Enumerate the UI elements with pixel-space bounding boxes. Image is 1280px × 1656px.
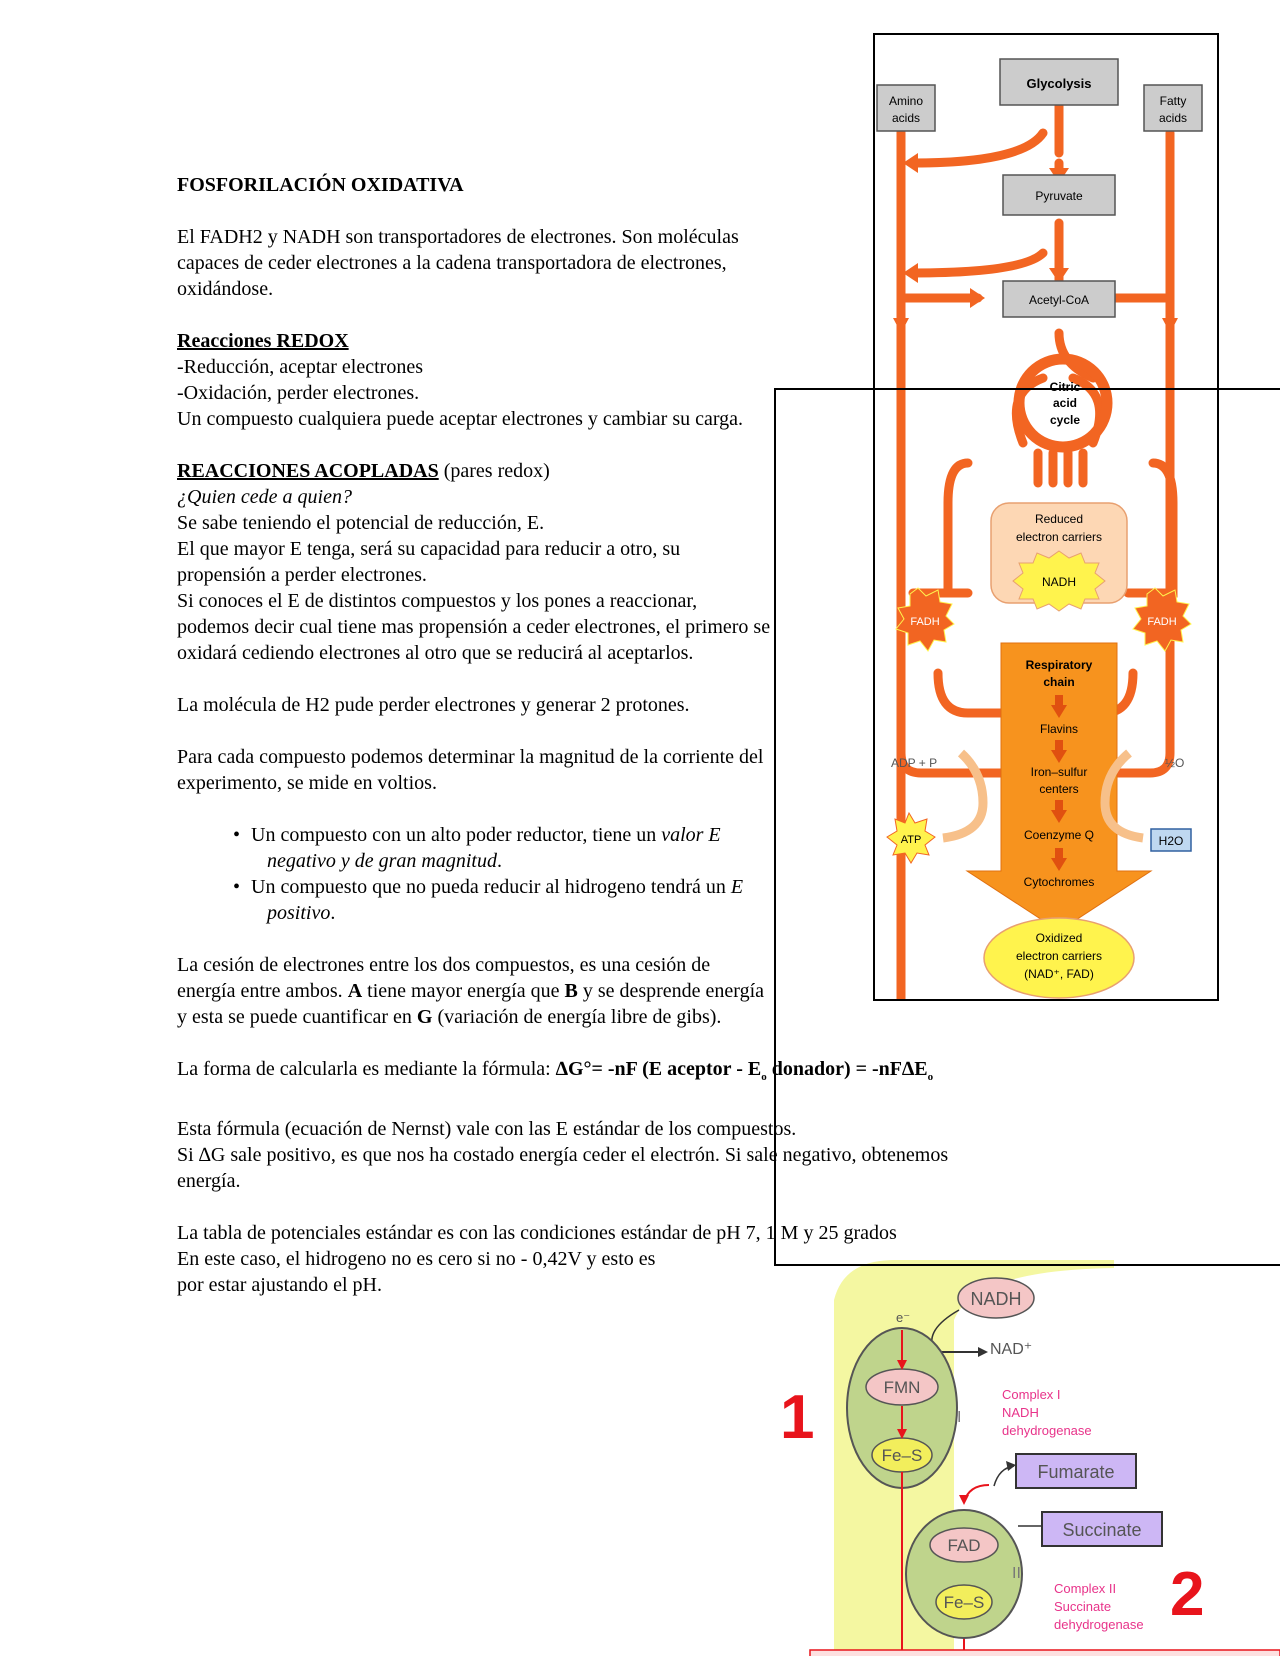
flavins-label: Flavins — [1040, 722, 1078, 736]
svg-text:Complex II: Complex II — [1054, 1581, 1116, 1596]
svg-text:Citric: Citric — [1050, 380, 1081, 394]
list-item: • Un compuesto que no pueda reducir al h… — [233, 876, 744, 924]
svg-text:FAD: FAD — [947, 1536, 980, 1555]
table-line-2: En este caso, el hidrogeno no es cero si… — [177, 1248, 656, 1270]
redox-line-2: -Oxidación, perder electrones. — [177, 382, 420, 404]
svg-text:electron carriers: electron carriers — [1016, 949, 1102, 963]
energy-line-2: energía entre ambos. A tiene mayor energ… — [177, 980, 765, 1002]
svg-text:Respiratory: Respiratory — [1026, 658, 1093, 672]
atp-label: ATP — [901, 834, 922, 846]
svg-text:Succinate: Succinate — [1054, 1599, 1111, 1614]
svg-text:(NAD⁺, FAD): (NAD⁺, FAD) — [1024, 967, 1094, 981]
question-line: ¿Quien cede a quien? — [177, 486, 352, 508]
fumarate-box: Fumarate — [1037, 1462, 1114, 1482]
coupled-line-5: podemos decir cual tiene mas propensión … — [177, 616, 771, 638]
energy-line-3: y esta se puede cuantificar en G (variac… — [177, 1006, 722, 1028]
bullet-dot-icon: • — [233, 824, 241, 846]
bullet-list: • Un compuesto con un alto poder reducto… — [177, 822, 1077, 926]
h2o-label: H2O — [1159, 834, 1184, 848]
acetyl-coa-label: Acetyl-CoA — [1029, 293, 1089, 307]
svg-text:Amino: Amino — [889, 94, 923, 108]
redox-line-3: Un compuesto cualquiera puede aceptar el… — [177, 408, 744, 430]
intro-line-1: El FADH2 y NADH son transportadores de e… — [177, 226, 739, 248]
svg-text:Fe–S: Fe–S — [882, 1446, 923, 1465]
document-body: FOSFORILACIÓN OXIDATIVA El FADH2 y NADH … — [177, 172, 1077, 1298]
svg-text:centers: centers — [1039, 782, 1078, 796]
step-number-1: 1 — [780, 1383, 814, 1452]
intro-line-2: capaces de ceder electrones a la cadena … — [177, 252, 727, 274]
overlay-frame — [774, 388, 1280, 1266]
adp-label: ADP + P — [891, 756, 937, 770]
svg-text:Fe–S: Fe–S — [944, 1593, 985, 1612]
coupled-suffix: (pares redox) — [438, 460, 550, 482]
svg-text:Iron–sulfur: Iron–sulfur — [1031, 765, 1088, 779]
metabolism-diagram: Glycolysis Amino acids Fatty acids Pyruv… — [876, 58, 1203, 1001]
h2-line: La molécula de H2 pude perder electrones… — [177, 694, 690, 716]
intro-line-3: oxidándose. — [177, 278, 274, 300]
nernst-line-3: energía. — [177, 1170, 241, 1192]
coupled-line-3: propensión a perder electrones. — [177, 564, 427, 586]
svg-text:dehydrogenase: dehydrogenase — [1054, 1617, 1144, 1632]
svg-text:acids: acids — [1159, 111, 1187, 125]
nadh-label: NADH — [1042, 575, 1076, 589]
magnitude-line-2: experimento, se mide en voltios. — [177, 772, 437, 794]
svg-text:FADH: FADH — [910, 616, 939, 628]
nadh-node: NADH — [970, 1289, 1021, 1309]
svg-text:chain: chain — [1043, 675, 1074, 689]
energy-line-1: La cesión de electrones entre los dos co… — [177, 954, 711, 976]
cytochromes-label: Cytochromes — [1024, 875, 1095, 889]
svg-text:Fatty: Fatty — [1160, 94, 1187, 108]
nadplus-label: NAD⁺ — [990, 1341, 1032, 1358]
nernst-line-1: Esta fórmula (ecuación de Nernst) vale c… — [177, 1118, 797, 1140]
svg-text:electron carriers: electron carriers — [1016, 530, 1102, 544]
svg-text:cycle: cycle — [1050, 413, 1080, 427]
step-number-2: 2 — [1170, 1560, 1204, 1629]
o2-label: ½O — [1165, 756, 1184, 770]
nernst-line-2: Si ∆G sale positivo, es que nos ha costa… — [177, 1144, 949, 1166]
svg-text:acids: acids — [892, 111, 920, 125]
magnitude-line-1: Para cada compuesto podemos determinar l… — [177, 746, 764, 768]
svg-text:NADH: NADH — [1002, 1405, 1039, 1420]
redox-heading: Reacciones REDOX — [177, 330, 349, 352]
coenzyme-q-label: Coenzyme Q — [1024, 828, 1094, 842]
table-line-3: por estar ajustando el pH. — [177, 1274, 382, 1296]
list-item: • Un compuesto con un alto poder reducto… — [233, 824, 721, 872]
table-line-1: La tabla de potenciales estándar es con … — [177, 1222, 897, 1244]
electron-chain-diagram: NADH e⁻ NAD⁺ FMN Fe–S I 1 Complex I NADH… — [780, 1260, 1280, 1656]
coupled-line-2: El que mayor E tenga, será su capacidad … — [177, 538, 681, 560]
svg-text:II: II — [1012, 1565, 1021, 1582]
coupled-heading: REACCIONES ACOPLADAS — [177, 460, 439, 482]
coupled-line-1: Se sabe teniendo el potencial de reducci… — [177, 512, 545, 534]
svg-text:FMN: FMN — [884, 1378, 921, 1397]
glycolysis-label: Glycolysis — [1026, 76, 1091, 91]
diagram-frame — [873, 33, 1219, 1001]
svg-text:Complex I: Complex I — [1002, 1387, 1061, 1402]
pyruvate-label: Pyruvate — [1035, 189, 1083, 203]
svg-text:acid: acid — [1053, 396, 1077, 410]
svg-text:dehydrogenase: dehydrogenase — [1002, 1423, 1092, 1438]
formula-line: La forma de calcularla es mediante la fó… — [177, 1058, 934, 1083]
svg-text:e⁻: e⁻ — [896, 1310, 910, 1325]
bullet-dot-icon: • — [233, 876, 241, 898]
coupled-line-6: oxidará cediendo electrones al otro que … — [177, 642, 694, 664]
svg-text:Reduced: Reduced — [1035, 512, 1083, 526]
svg-text:Oxidized: Oxidized — [1036, 931, 1083, 945]
succinate-box: Succinate — [1062, 1520, 1141, 1540]
page-title: FOSFORILACIÓN OXIDATIVA — [177, 174, 464, 196]
svg-text:I: I — [957, 1409, 961, 1426]
redox-line-1: -Reducción, aceptar electrones — [177, 356, 423, 378]
coupled-line-4: Si conoces el E de distintos compuestos … — [177, 590, 698, 612]
svg-text:FADH: FADH — [1147, 616, 1176, 628]
